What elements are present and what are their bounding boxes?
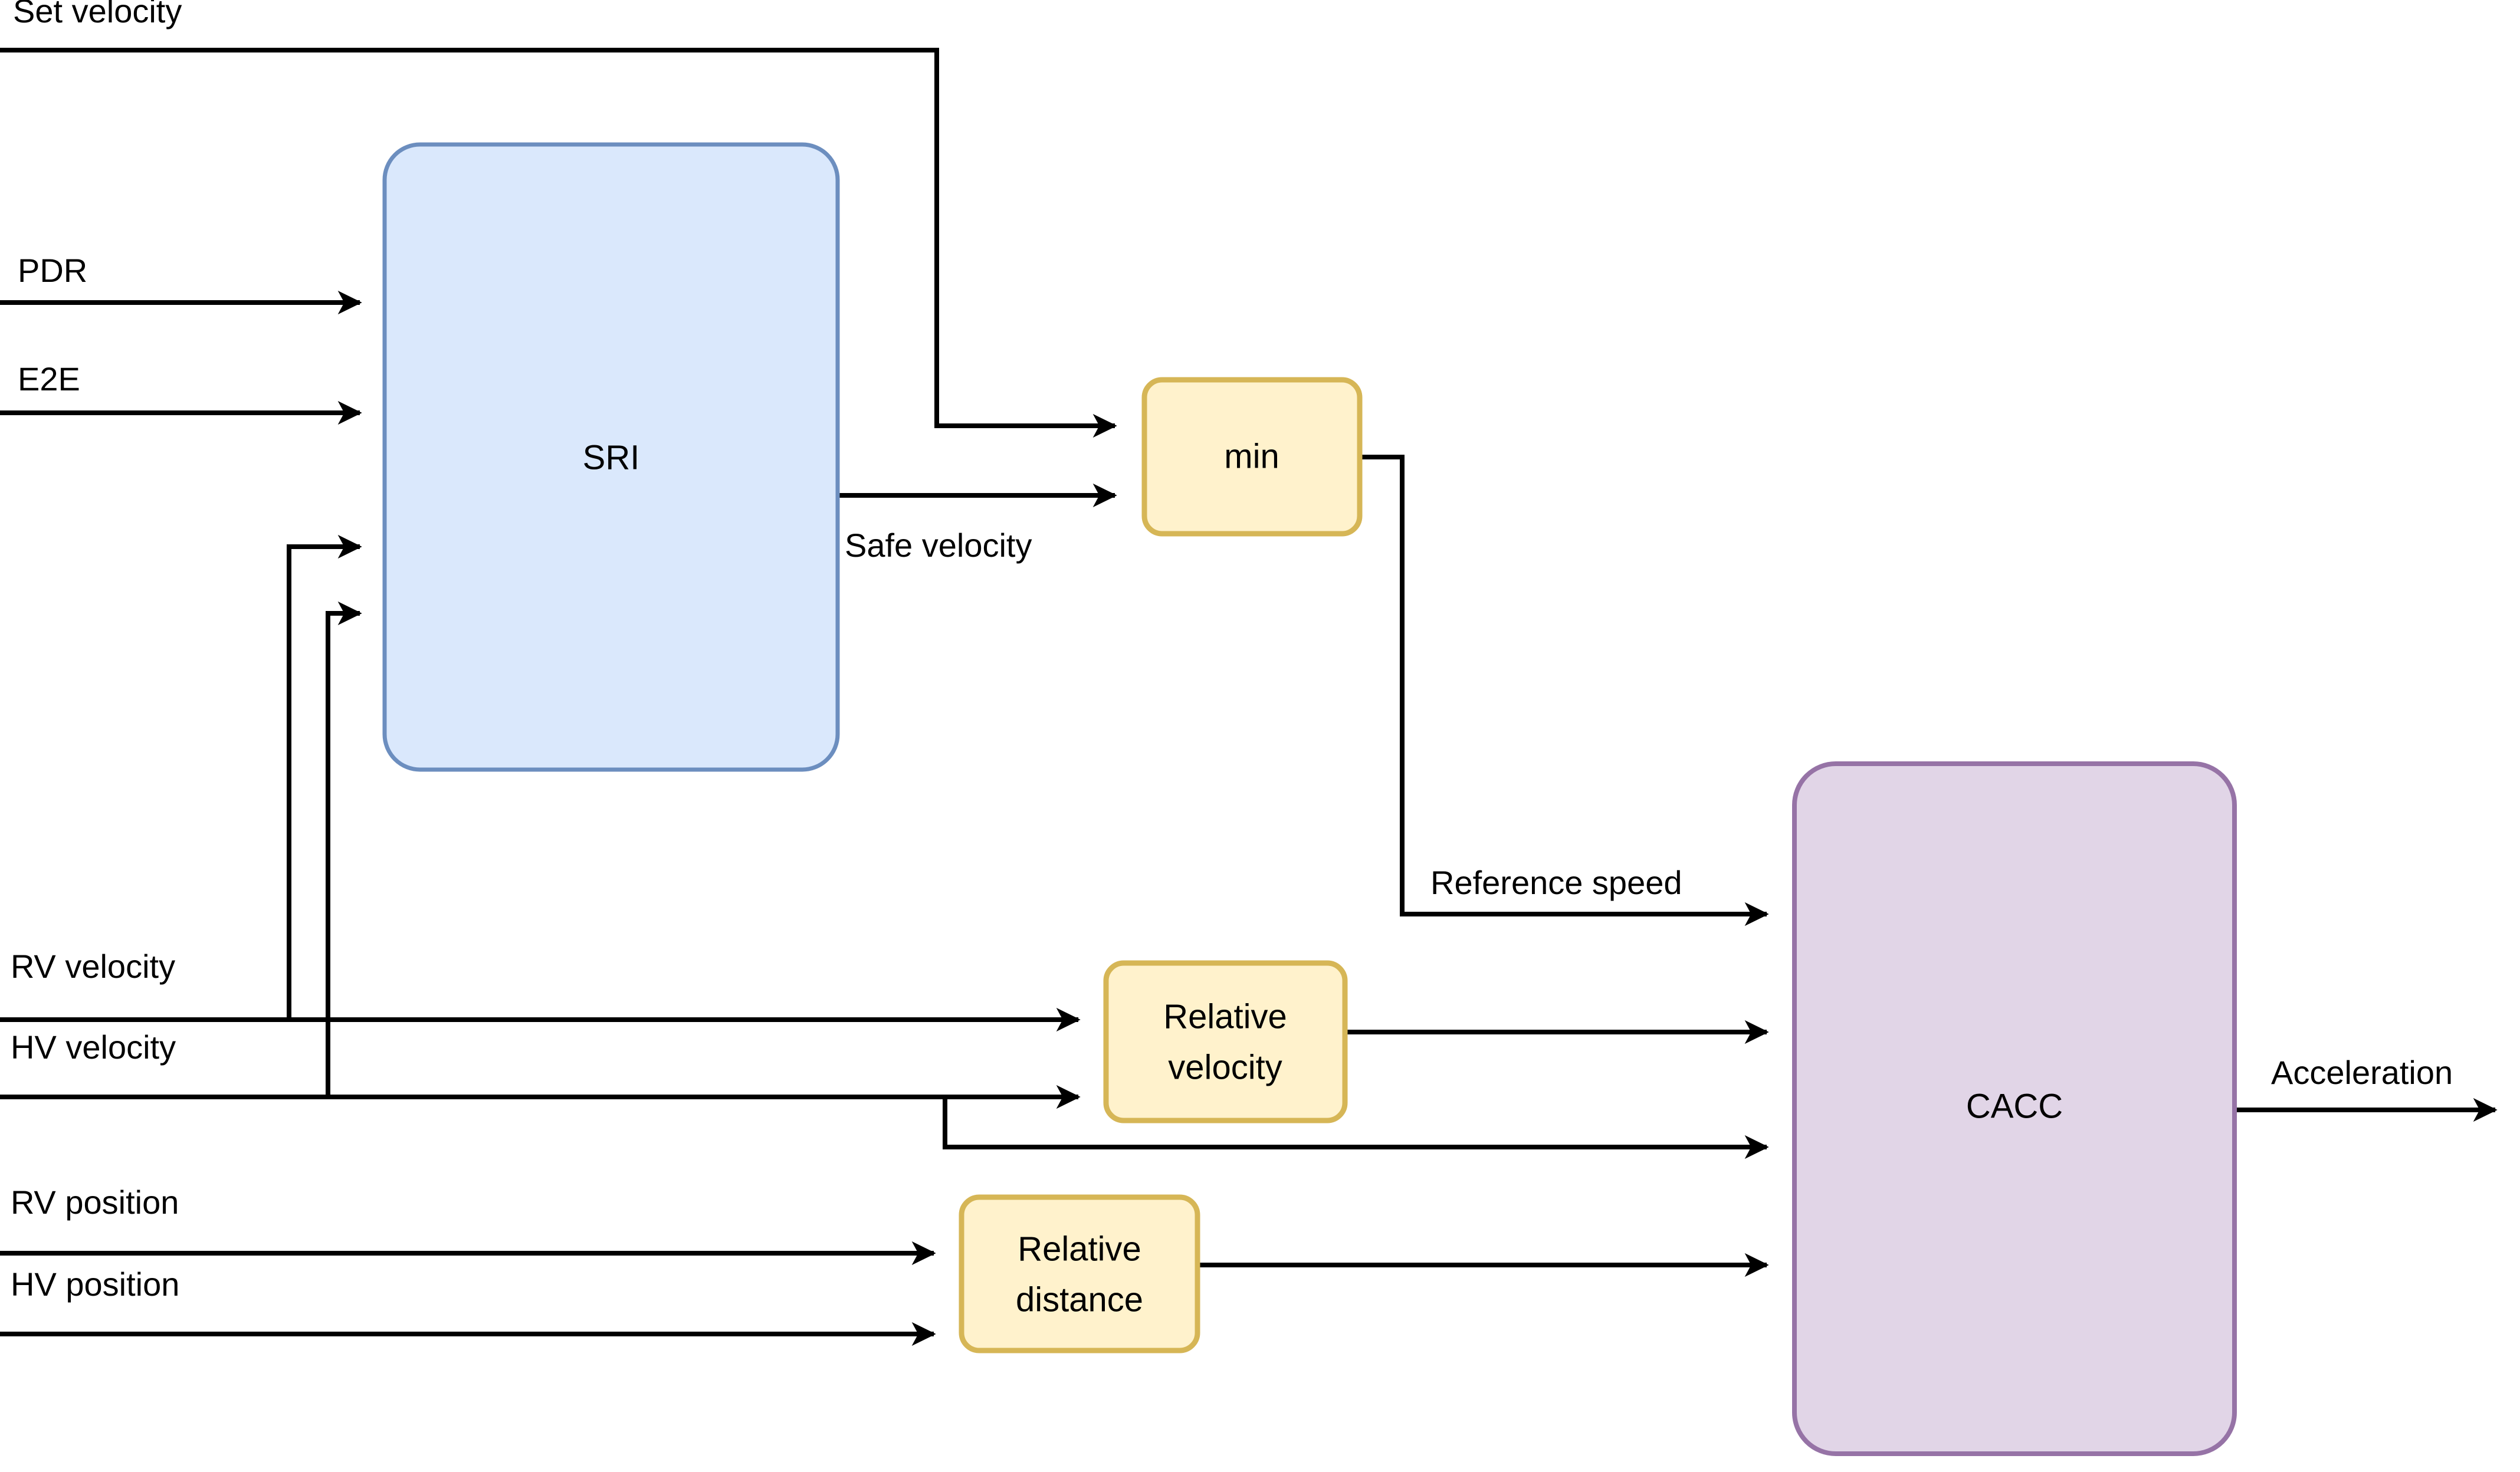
block-min-label: min: [1224, 437, 1279, 475]
block-cacc-label: CACC: [1966, 1087, 2063, 1125]
label-acceleration: Acceleration: [2271, 1054, 2453, 1091]
label-set-velocity: Set velocity: [13, 0, 182, 29]
label-rv-position: RV position: [11, 1184, 179, 1221]
label-safe-velocity: Safe velocity: [845, 527, 1032, 564]
wire-layer: [0, 48, 2498, 1346]
block-min[interactable]: min: [1141, 377, 1363, 537]
block-min-shape[interactable]: [1141, 377, 1363, 537]
block-cacc[interactable]: CACC: [1792, 761, 2237, 1456]
label-rv-velocity: RV velocity: [11, 948, 175, 985]
block-relative-velocity-label-line1: Relative: [1163, 997, 1287, 1036]
block-cacc-shape[interactable]: [1792, 761, 2237, 1456]
label-layer: Set velocity PDR E2E RV velocity HV velo…: [11, 0, 2453, 1303]
label-hv-position: HV position: [11, 1266, 179, 1303]
wire-set-velocity: [0, 48, 1117, 438]
block-relative-distance-label-line2: distance: [1016, 1280, 1143, 1319]
block-sri[interactable]: SRI: [382, 142, 840, 772]
label-reference-speed: Reference speed: [1430, 864, 1682, 901]
block-relative-distance[interactable]: Relative distance: [959, 1194, 1200, 1353]
label-e2e: E2E: [18, 360, 80, 397]
block-sri-label: SRI: [583, 438, 640, 477]
block-relative-distance-label-line1: Relative: [1018, 1230, 1141, 1268]
block-relative-velocity[interactable]: Relative velocity: [1103, 960, 1348, 1123]
block-sri-shape[interactable]: [382, 142, 840, 772]
label-hv-velocity: HV velocity: [11, 1029, 176, 1066]
block-relative-velocity-label-line2: velocity: [1168, 1048, 1282, 1086]
wire-rv-velocity-to-sri: [287, 534, 362, 1020]
label-pdr: PDR: [18, 252, 87, 289]
wire-hv-velocity-to-cacc: [943, 1097, 1769, 1159]
wire-reference-speed: [1360, 455, 1769, 926]
wire-hv-velocity-to-sri: [326, 601, 362, 1097]
block-relative-velocity-shape[interactable]: [1103, 960, 1348, 1123]
block-layer: SRI min Relative velocity Relative dista…: [382, 142, 2237, 1456]
block-relative-distance-shape[interactable]: [959, 1194, 1200, 1353]
